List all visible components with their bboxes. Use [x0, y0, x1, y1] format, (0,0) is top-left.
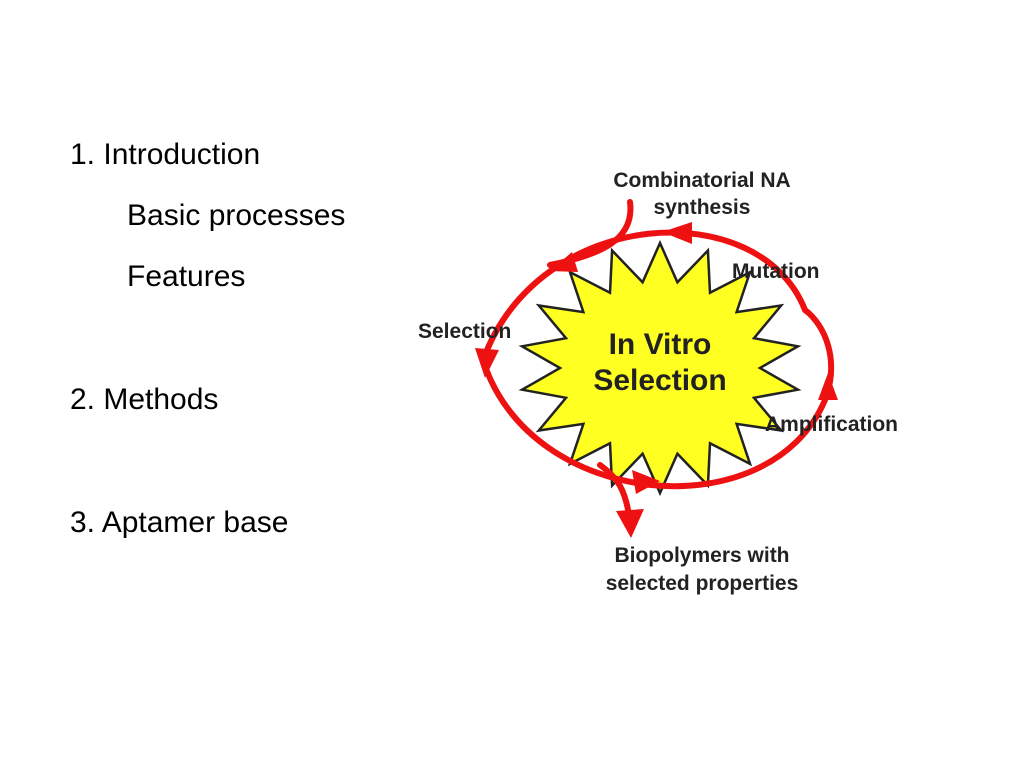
output-label-line-2: selected properties — [606, 572, 799, 595]
center-title-line-1: In Vitro — [609, 328, 712, 361]
cycle-arc-mutation-to-selection — [480, 229, 808, 363]
step-label-mutation: Mutation — [732, 260, 819, 283]
arrowhead-output-flow — [616, 509, 644, 538]
starburst-shape — [518, 239, 802, 497]
in-vitro-selection-diagram: In Vitro Selection Combinatorial NA synt… — [418, 169, 898, 595]
outline-subitem-features: Features — [127, 260, 246, 293]
arrowhead-mutation-flow — [662, 222, 692, 244]
arrowhead-amplification-flow — [818, 373, 838, 400]
center-title-line-2: Selection — [593, 364, 726, 397]
outline-subitem-basic-processes: Basic processes — [127, 199, 346, 232]
outline-item-methods: 2. Methods — [70, 383, 219, 416]
step-label-amplification: Amplification — [765, 413, 898, 436]
arrowhead-input-flow — [550, 252, 578, 272]
outline-item-introduction: 1. Introduction — [70, 138, 261, 171]
outline-list: 1. Introduction Basic processes Features… — [0, 0, 420, 768]
step-label-selection: Selection — [418, 320, 511, 343]
arrowhead-selection-flow — [475, 348, 499, 378]
outline-item-aptamer-base: 3. Aptamer base — [70, 506, 289, 539]
input-label-line-2: synthesis — [654, 196, 751, 219]
output-label-line-1: Biopolymers with — [614, 544, 789, 567]
input-label-line-1: Combinatorial NA — [613, 169, 790, 192]
arrowhead-output-junction — [632, 470, 660, 494]
